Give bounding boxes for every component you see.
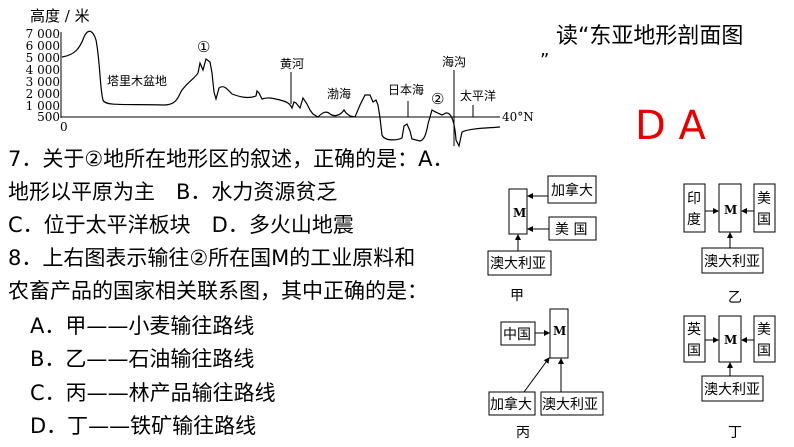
country-usa-2: 国 bbox=[757, 212, 771, 228]
label-tarim-basin: 塔里木盆地 bbox=[107, 74, 167, 88]
country-australia: 澳大利亚 bbox=[704, 254, 760, 270]
y-tick: 7 000 bbox=[26, 27, 60, 41]
diagram-ding: 英 国 M 美 国 澳大利亚 丁 bbox=[683, 315, 776, 441]
country-australia: 澳大利亚 bbox=[542, 397, 598, 413]
question-line: 8．上右图表示输往②所在国M的工业原料和 bbox=[8, 246, 416, 270]
country-india: 印 bbox=[687, 191, 701, 207]
label-yellow-river: 黄河 bbox=[280, 57, 304, 71]
m-label: M bbox=[724, 203, 737, 217]
header-close-quote: ” bbox=[540, 50, 550, 71]
diagram-jia: M 加拿大 美 国 澳大利亚 甲 bbox=[487, 175, 597, 304]
caption-bing: 丙 bbox=[516, 425, 530, 441]
terrain-profile: 高度 / 米 7 000 6 000 5 000 4 000 3 000 2 0… bbox=[26, 7, 534, 148]
question-line: 农畜产品的国家相关联系图，其中正确的是： bbox=[8, 279, 428, 303]
answer-text: D A bbox=[635, 103, 706, 149]
country-china: 中国 bbox=[503, 327, 531, 343]
country-canada: 加拿大 bbox=[551, 182, 593, 199]
label-trench: 海沟 bbox=[442, 54, 466, 69]
country-india-2: 度 bbox=[687, 212, 701, 228]
y-tick: 3 000 bbox=[26, 75, 60, 89]
m-label: M bbox=[513, 206, 526, 220]
y-axis-label: 高度 / 米 bbox=[30, 7, 90, 25]
m-label: M bbox=[553, 324, 566, 338]
label-bohai: 渤海 bbox=[327, 86, 351, 101]
y-tick: 2 000 bbox=[26, 87, 60, 101]
question-line: 地形以平原为主 B．水力资源贫乏 bbox=[8, 180, 338, 204]
country-canada: 加拿大 bbox=[490, 396, 532, 413]
diagram-yi: 印 度 M 美 国 澳大利亚 乙 bbox=[683, 183, 776, 306]
origin-label: 0 bbox=[60, 120, 68, 134]
country-usa: 美 bbox=[757, 191, 771, 207]
m-label: M bbox=[724, 333, 737, 347]
caption-ding: 丁 bbox=[728, 425, 742, 441]
question-line: 7．关于②地所在地形区的叙述，正确的是：A． bbox=[8, 147, 454, 171]
label-point-1: ① bbox=[197, 38, 210, 56]
y-tick: 6 000 bbox=[26, 39, 60, 53]
header-title: 读“东亚地形剖面图 bbox=[556, 24, 744, 49]
country-uk: 英 bbox=[687, 321, 701, 338]
country-uk-2: 国 bbox=[687, 343, 701, 359]
option-c: C．丙——林产品输往路线 bbox=[30, 381, 276, 405]
label-japan-sea: 日本海 bbox=[388, 82, 424, 97]
question-line: C．位于太平洋板块 D．多火山地震 bbox=[8, 213, 354, 237]
diagrams: M 加拿大 美 国 澳大利亚 甲 印 度 M 美 国 bbox=[487, 175, 776, 441]
caption-yi: 乙 bbox=[728, 290, 742, 306]
y-tick: 500 bbox=[37, 110, 60, 124]
y-tick: 1 000 bbox=[26, 99, 60, 113]
option-a: A．甲——小麦输往路线 bbox=[30, 314, 255, 338]
option-d: D．丁——铁矿输往路线 bbox=[30, 414, 257, 438]
country-australia: 澳大利亚 bbox=[704, 382, 760, 398]
country-usa-2: 国 bbox=[757, 343, 771, 359]
y-tick: 4 000 bbox=[26, 63, 60, 77]
country-usa: 美 国 bbox=[555, 222, 587, 238]
option-b: B．乙——石油输往路线 bbox=[30, 347, 255, 371]
country-australia: 澳大利亚 bbox=[490, 256, 546, 272]
country-usa: 美 bbox=[757, 322, 771, 338]
diagram-bing: M 中国 加拿大 澳大利亚 丙 bbox=[488, 308, 604, 441]
label-pacific: 太平洋 bbox=[460, 88, 496, 103]
caption-jia: 甲 bbox=[510, 288, 524, 304]
y-tick: 5 000 bbox=[26, 51, 60, 65]
latitude-label: 40°N bbox=[502, 110, 534, 124]
label-point-2: ② bbox=[431, 90, 444, 108]
